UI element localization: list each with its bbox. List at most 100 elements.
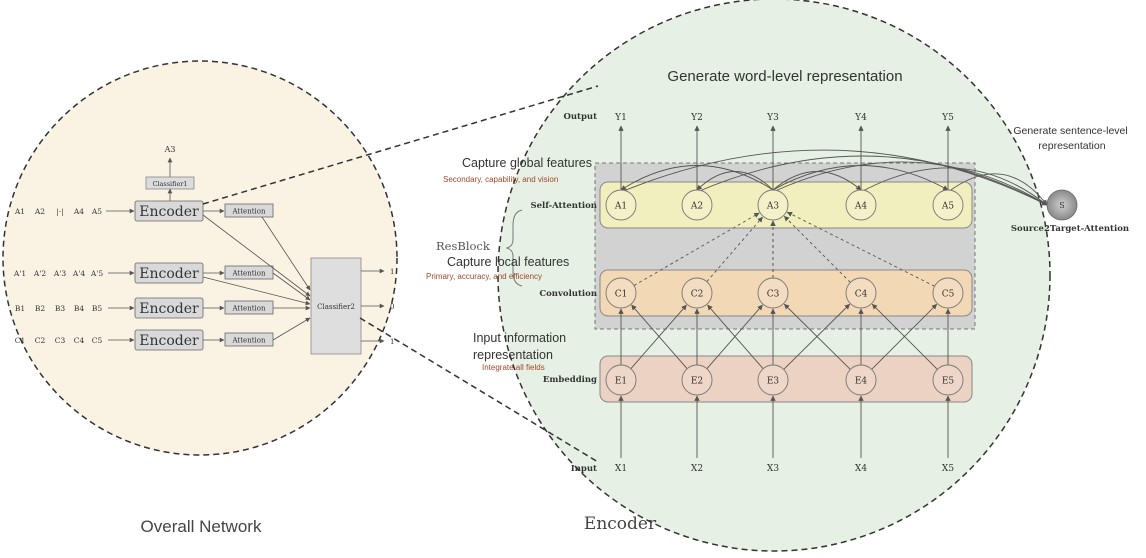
svg-text:A'5: A'5 — [90, 269, 103, 278]
embedding-node-5 — [932, 364, 964, 396]
input-label-4: X4 — [855, 464, 867, 474]
convolution-node-label: C1 — [615, 290, 628, 300]
local-features-title: Capture local features — [447, 255, 569, 269]
svg-text:C4: C4 — [74, 336, 85, 345]
attention-box-label: Attention — [232, 270, 266, 278]
svg-text:A'3: A'3 — [53, 269, 66, 278]
edge-conv-attn — [706, 216, 763, 282]
target-node — [1046, 189, 1078, 221]
attention-node-label: A3 — [766, 202, 779, 212]
attention-node-label: A5 — [941, 202, 954, 212]
edge-embed-conv — [783, 303, 851, 370]
edge-source2target — [947, 173, 1048, 206]
convolution-node-label: C2 — [691, 290, 704, 300]
classifier2-box — [310, 257, 362, 355]
svg-text:B5: B5 — [92, 304, 103, 313]
svg-text:C2: C2 — [35, 336, 46, 345]
output-label-3: Y3 — [766, 113, 779, 123]
embedding-node-3 — [757, 364, 789, 396]
edge-embed-conv — [630, 304, 687, 369]
overall-top-output: A3 — [164, 145, 176, 154]
classifier1-label: Classifier1 — [152, 180, 187, 188]
svg-text:B2: B2 — [35, 304, 46, 313]
attention-box-label: Attention — [232, 337, 266, 345]
sentence-level-label: Generate sentence-level representation — [1013, 125, 1130, 152]
edge-source2target — [772, 161, 1048, 206]
embedding-node-2 — [681, 364, 713, 396]
overall-row-1: A1 A2 |·| A4 A5 Encoder Attention — [14, 200, 274, 222]
layer-label-convolution: Convolution — [539, 289, 597, 299]
encoder-box-label: Encoder — [139, 266, 199, 282]
svg-text:A2: A2 — [34, 207, 45, 216]
output-label-5: Y5 — [941, 113, 954, 123]
input-label-3: X3 — [767, 464, 779, 474]
overall-row-4: C1 C2 C3 C4 C5 Encoder Attention — [15, 329, 274, 351]
edge-embed-conv — [707, 304, 764, 369]
convolution-node-1 — [605, 277, 637, 309]
edge-embed-conv — [631, 304, 688, 369]
attention-box-3 — [224, 300, 274, 315]
edge-embed-conv — [783, 303, 851, 370]
svg-text:A'4: A'4 — [72, 269, 85, 278]
svg-text:A4: A4 — [73, 207, 84, 216]
encoder-edges — [618, 125, 1048, 458]
layer-label-output: Output — [563, 112, 597, 122]
embedding-node-label: E5 — [942, 377, 955, 387]
input-representation-subtitle: Integrate all fields — [482, 363, 545, 372]
edge-self-attention-arc — [620, 165, 774, 191]
resblock-brace — [505, 209, 523, 287]
output-label-1: Y1 — [614, 113, 627, 123]
overall-network-caption: Overall Network — [141, 517, 262, 536]
svg-text:A1: A1 — [14, 207, 25, 216]
attention-box-4 — [224, 332, 274, 347]
classifier2-output-2: 0 — [390, 303, 394, 311]
attention-box-label: Attention — [232, 305, 266, 313]
encoder-caption: Encoder — [584, 514, 657, 534]
embedding-node-label: E3 — [767, 377, 780, 387]
svg-text:C5: C5 — [92, 336, 103, 345]
edge-embed-conv — [871, 303, 938, 370]
attention-node-3 — [757, 189, 789, 221]
zoom-line-bottom — [359, 317, 599, 463]
embedding-node-label: E4 — [855, 377, 868, 387]
svg-text:|·|: |·| — [56, 207, 63, 216]
svg-text:A'2: A'2 — [33, 269, 46, 278]
attention-box-2 — [224, 265, 274, 280]
global-features-title: Capture global features — [462, 156, 592, 170]
encoder-box-label: Encoder — [139, 301, 199, 317]
convolution-node-label: C5 — [942, 290, 955, 300]
target-node-label: S — [1059, 201, 1064, 210]
attention-node-2 — [681, 189, 713, 221]
svg-text:B1: B1 — [15, 304, 25, 313]
layer-label-input: Input — [571, 464, 597, 474]
attention-node-label: A4 — [854, 202, 867, 212]
convolution-node-label: C4 — [855, 290, 868, 300]
input-label-2: X2 — [691, 464, 703, 474]
edge-conv-attn — [633, 212, 760, 286]
convolution-node-5 — [932, 277, 964, 309]
attention-node-label: A1 — [614, 202, 627, 212]
input-representation-title: Input information representation — [473, 331, 570, 362]
svg-text:A'1: A'1 — [13, 269, 26, 278]
svg-text:B3: B3 — [55, 304, 66, 313]
embedding-node-label: E1 — [615, 377, 627, 387]
embedding-node-4 — [845, 364, 877, 396]
encoder-title: Generate word-level representation — [667, 68, 902, 85]
convolution-node-4 — [845, 277, 877, 309]
input-label-5: X5 — [942, 464, 954, 474]
svg-text:C3: C3 — [55, 336, 66, 345]
svg-text:B4: B4 — [74, 304, 85, 313]
resblock-label: ResBlock — [436, 239, 491, 253]
output-label-4: Y4 — [854, 113, 867, 123]
overall-row-3: B1 B2 B3 B4 B5 Encoder Attention — [15, 297, 274, 319]
attention-node-4 — [845, 189, 877, 221]
source2target-label: Source2Target-Attention — [1011, 224, 1129, 234]
embedding-node-label: E2 — [691, 377, 703, 387]
attention-box-1 — [224, 203, 274, 218]
edge-embed-conv — [871, 303, 938, 370]
encoder-box-label: Encoder — [139, 204, 199, 220]
convolution-node-label: C3 — [767, 290, 780, 300]
edge-self-attention-arc — [696, 171, 774, 191]
